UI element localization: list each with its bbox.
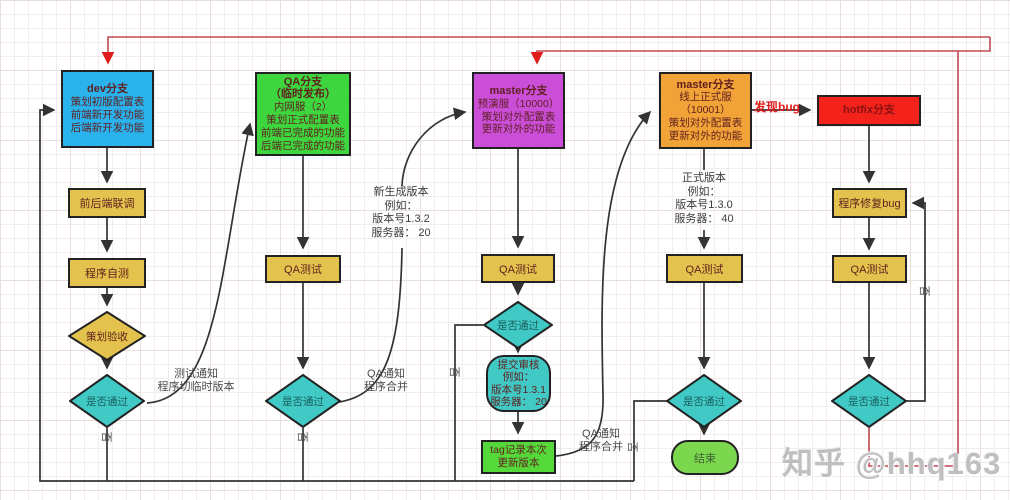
node-label: 是否通过: [86, 395, 128, 408]
label-no-5: 否: [918, 285, 930, 297]
node-line: 后端已完成的功能: [261, 139, 345, 152]
annotation-new-version: 新生成版本 例如： 版本号1.3.2 服务器： 20: [351, 186, 451, 240]
node-line: 更新对外的功能: [668, 129, 743, 142]
node-line: 前端新开发功能: [70, 109, 145, 121]
annotation-line: 服务器： 20: [371, 226, 431, 239]
annotation-official-version: 正式版本 例如： 版本号1.3.0 服务器： 40: [654, 172, 754, 226]
label-line: 程序合并: [364, 381, 408, 393]
edge-pass3-no-down: [454, 324, 483, 481]
hotfix-branch-node: hotfix分支: [817, 95, 921, 126]
plan-accept-diamond: 策划验收: [68, 311, 146, 361]
node-label: 是否通过: [497, 319, 539, 332]
edge-pass5-no-loop: [903, 196, 926, 402]
joint-debug-node: 前后端联调: [68, 188, 146, 218]
master-live-branch-node: master分支 线上正式服 （10001） 策划对外配置表 更新对外的功能: [659, 72, 752, 149]
node-line: 提交审核: [497, 358, 540, 371]
label-no-1: 否: [100, 431, 112, 443]
node-line: （10001）: [680, 104, 731, 117]
node-label: 是否通过: [848, 395, 890, 408]
label-no-4: 否: [626, 441, 638, 453]
end-node: 结束: [671, 440, 739, 475]
annotation-line: 例如：: [687, 185, 721, 198]
node-line: 策划初版配置表: [70, 96, 145, 109]
qa-test-node-2: QA测试: [265, 255, 341, 283]
edge-pass1-to-qabranch: [146, 122, 254, 404]
watermark: 知乎 @hhq163: [782, 446, 1002, 481]
node-label: QA测试: [685, 263, 724, 276]
node-label: QA测试: [850, 264, 889, 276]
dev-branch-title: dev分支: [87, 83, 128, 96]
pass-diamond-3: 是否通过: [483, 301, 553, 349]
edge-no-return-to-dev: [39, 103, 634, 482]
pass-diamond-5: 是否通过: [831, 374, 907, 428]
node-label: 结束: [694, 452, 716, 465]
label-no-3: 否: [448, 366, 460, 378]
edge-feedback-to-dev: [101, 36, 990, 65]
annotation-line: 正式版本: [682, 172, 726, 184]
node-line: 策划正式配置表: [266, 114, 340, 126]
label-no-2: 否: [296, 431, 308, 443]
pass-diamond-1: 是否通过: [69, 374, 145, 428]
node-label: 程序修复bug: [838, 198, 901, 210]
edge-pass4-no-down: [633, 400, 668, 481]
label-qa-notify-2: QA通知 程序合并: [561, 428, 641, 454]
node-line: 线上正式服: [679, 91, 732, 104]
edge-hotfix-feedback-main: [868, 37, 991, 467]
annotation-line: 例如：: [384, 199, 418, 212]
edge-tag-to-masterlive: [555, 110, 652, 457]
qa-branch-subtitle: （临时发布）: [270, 88, 336, 101]
master-pre-title: master分支: [489, 84, 548, 97]
label-line: 测试通知: [174, 368, 218, 380]
self-test-node: 程序自测: [68, 258, 146, 288]
edge-pass2-to-masterpre-b: [401, 107, 467, 187]
node-label: 是否通过: [683, 395, 725, 408]
pass-diamond-4: 是否通过: [666, 374, 742, 428]
tag-record-node: tag记录本次 更新版本: [481, 440, 556, 474]
master-pre-branch-node: master分支 预演服（10000） 策划对外配置表 更新对外的功能: [472, 72, 565, 149]
hotfix-branch-title: hotfix分支: [843, 104, 895, 117]
label-test-notify: 测试通知 程序切临时版本: [151, 368, 241, 394]
edge-pass2-to-masterpre-a: [331, 247, 403, 404]
pass-diamond-2: 是否通过: [265, 374, 341, 428]
label-qa-notify-1: QA通知 程序合并: [346, 368, 426, 394]
label-line: QA通知: [367, 368, 405, 380]
node-line: 更新对外的功能: [481, 123, 556, 136]
node-line: 例如：: [502, 371, 535, 383]
node-label: QA测试: [284, 264, 322, 276]
annotation-line: 版本号1.3.2: [372, 213, 430, 225]
edge-feedback-to-masterpre: [530, 50, 958, 65]
label-line: 程序切临时版本: [157, 381, 235, 393]
node-line: 前端已完成的功能: [261, 126, 345, 139]
node-line: 后端新开发功能: [70, 121, 145, 134]
qa-branch-node: QA分支 （临时发布） 内网服（2） 策划正式配置表 前端已完成的功能 后端已完…: [255, 72, 351, 156]
node-line: 策划对外配置表: [668, 116, 743, 129]
node-label: 前后端联调: [79, 198, 135, 210]
qa-test-node-5: QA测试: [832, 255, 907, 283]
fix-bug-node: 程序修复bug: [832, 188, 907, 218]
label-found-bug: 发现bug: [754, 100, 800, 114]
node-label: 程序自测: [85, 268, 129, 280]
node-line: 内网服（2）: [273, 101, 333, 114]
qa-branch-title: QA分支: [283, 75, 323, 88]
qa-test-node-3: QA测试: [481, 254, 555, 283]
label-line: 程序合并: [579, 441, 623, 453]
node-line: 更新版本: [497, 457, 540, 469]
node-line: tag记录本次: [490, 444, 547, 456]
master-live-title: master分支: [676, 78, 735, 91]
annotation-line: 版本号1.3.0: [675, 199, 733, 211]
label-line: QA通知: [582, 428, 620, 440]
dev-branch-node: dev分支 策划初版配置表 前端新开发功能 后端新开发功能: [61, 70, 154, 148]
qa-test-node-4: QA测试: [666, 254, 743, 283]
node-line: 版本号1.3.1: [491, 383, 546, 396]
node-line: 服务器： 20: [490, 396, 547, 408]
annotation-line: 服务器： 40: [674, 212, 734, 225]
node-line: 预演服（10000）: [477, 97, 560, 110]
node-line: 策划对外配置表: [481, 110, 556, 123]
submit-review-node: 提交审核 例如： 版本号1.3.1 服务器： 20: [486, 355, 551, 412]
annotation-line: 新生成版本: [373, 186, 429, 198]
node-label: 是否通过: [282, 395, 324, 408]
node-label: QA测试: [499, 263, 537, 276]
node-label: 策划验收: [86, 330, 128, 343]
